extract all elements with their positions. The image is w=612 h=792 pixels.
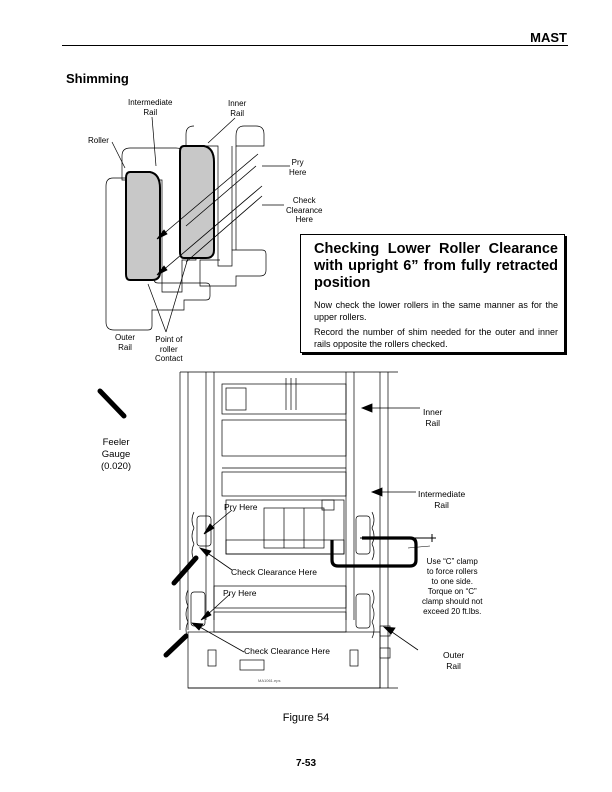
- feeler-gauge-top: [97, 388, 127, 419]
- note-paragraph: Record the number of shim needed for the…: [314, 327, 558, 349]
- outer-rail-right: [379, 372, 389, 688]
- outer-rail-outline: [105, 177, 211, 331]
- feeler-gauge-mid: [171, 555, 199, 586]
- c-clamp: [330, 536, 418, 568]
- file-reference: MA1061.eps: [258, 678, 281, 683]
- roller-right: [179, 145, 215, 259]
- outer-rail-left: [179, 372, 189, 630]
- figure-caption: Figure 54: [282, 712, 330, 724]
- section-header: MAST: [530, 30, 567, 45]
- pry-here-lower-label: Pry Here: [223, 588, 257, 598]
- header-rule: [62, 45, 568, 46]
- c-clamp-note: Use “C” clamp to force rollers to one si…: [422, 557, 483, 616]
- intermediate-rail-right: [345, 372, 355, 620]
- section-title: Shimming: [66, 71, 129, 86]
- page-number: 7-53: [295, 758, 316, 769]
- roller-left: [125, 171, 161, 281]
- note-box: Checking Lower Roller Clearance with upr…: [300, 234, 565, 353]
- note-paragraph: Now check the lower rollers in the same …: [314, 300, 558, 322]
- check-clearance-upper-label: Check Clearance Here: [231, 567, 317, 577]
- intermediate-rail-left: [205, 372, 215, 620]
- roller-label: Roller: [88, 136, 109, 145]
- pry-here-upper-label: Pry Here: [224, 502, 258, 512]
- inner-rail-outline: [185, 125, 267, 287]
- feeler-gauge-lower: [163, 633, 189, 658]
- note-title: Checking Lower Roller Clearance with upr…: [314, 241, 558, 291]
- check-clearance-lower-label: Check Clearance Here: [244, 646, 330, 656]
